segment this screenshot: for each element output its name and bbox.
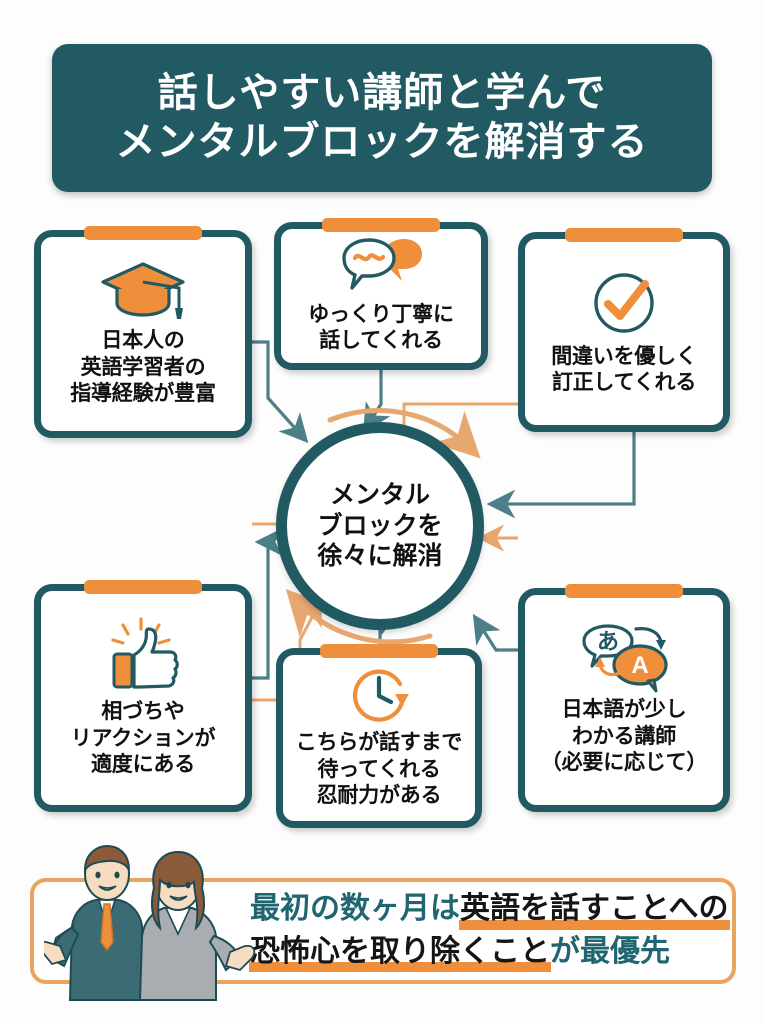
card-text: ゆっくり丁寧に 話してくれる — [308, 302, 454, 352]
center-line-2: ブロックを — [317, 511, 443, 540]
banner-line-1-teal: 最初の数ヶ月は — [250, 892, 460, 925]
card-text: 日本人の 英語学習者の 指導経験が豊富 — [70, 329, 216, 406]
speech-bubbles-tilde-icon — [342, 237, 422, 290]
clock-arrow-icon — [352, 669, 409, 723]
title-line-1: 話しやすい講師と学んで — [157, 71, 607, 116]
card-gentle-correction[interactable]: 間違いを優しく 訂正してくれる — [518, 228, 730, 432]
card-text: 日本語が少し わかる講師 （必要に応じて） — [540, 698, 708, 775]
banner-line-2-highlight: 恐怖心を取り除くこと — [249, 931, 551, 974]
card-tab — [84, 580, 202, 594]
translation-bubbles-icon: あ A — [582, 624, 668, 693]
card-tab — [84, 226, 202, 240]
graduation-cap-icon — [101, 262, 185, 320]
card-reactions[interactable]: 相づちや リアクションが 適度にある — [34, 580, 252, 812]
card-tab — [322, 218, 440, 232]
card-text: こちらが話すまで 待ってくれる 忍耐力がある — [295, 731, 463, 808]
check-circle-icon — [594, 272, 654, 333]
center-line-3: 徐々に解消 — [317, 542, 443, 571]
card-tab — [320, 644, 438, 658]
center-line-1: メンタル — [329, 481, 430, 510]
card-tab — [565, 228, 683, 242]
svg-text:A: A — [631, 652, 648, 679]
card-teaching-experience[interactable]: 日本人の 英語学習者の 指導経験が豊富 — [34, 226, 252, 438]
card-patience[interactable]: こちらが話すまで 待ってくれる 忍耐力がある — [276, 644, 482, 828]
title-banner: 話しやすい講師と学んで メンタルブロックを解消する — [52, 44, 712, 192]
thumbs-up-icon — [111, 617, 179, 689]
two-business-people-illustration — [44, 844, 256, 1001]
center-circle: メンタル ブロックを 徐々に解消 — [276, 422, 484, 630]
banner-line-1-highlight: 英語を話すことへの — [459, 888, 729, 931]
card-slow-polite-speech[interactable]: ゆっくり丁寧に 話してくれる — [274, 218, 488, 370]
banner-line-2: 恐怖心を取り除くことが最優先 — [249, 931, 750, 974]
banner-line-1: 最初の数ヶ月は英語を話すことへの — [250, 888, 750, 931]
card-japanese-speaking-teacher[interactable]: あ A 日本語が少し わかる講師 （必要に応じて） — [518, 584, 730, 812]
title-line-2: メンタルブロックを解消する — [115, 120, 649, 164]
svg-text:あ: あ — [597, 630, 619, 655]
card-text: 相づちや リアクションが 適度にある — [70, 700, 216, 777]
card-text: 間違いを優しく 訂正してくれる — [551, 344, 697, 394]
banner-text: 最初の数ヶ月は英語を話すことへの 恐怖心を取り除くことが最優先 — [249, 888, 750, 974]
banner-line-2-teal: が最優先 — [550, 934, 670, 968]
card-tab — [565, 584, 683, 598]
